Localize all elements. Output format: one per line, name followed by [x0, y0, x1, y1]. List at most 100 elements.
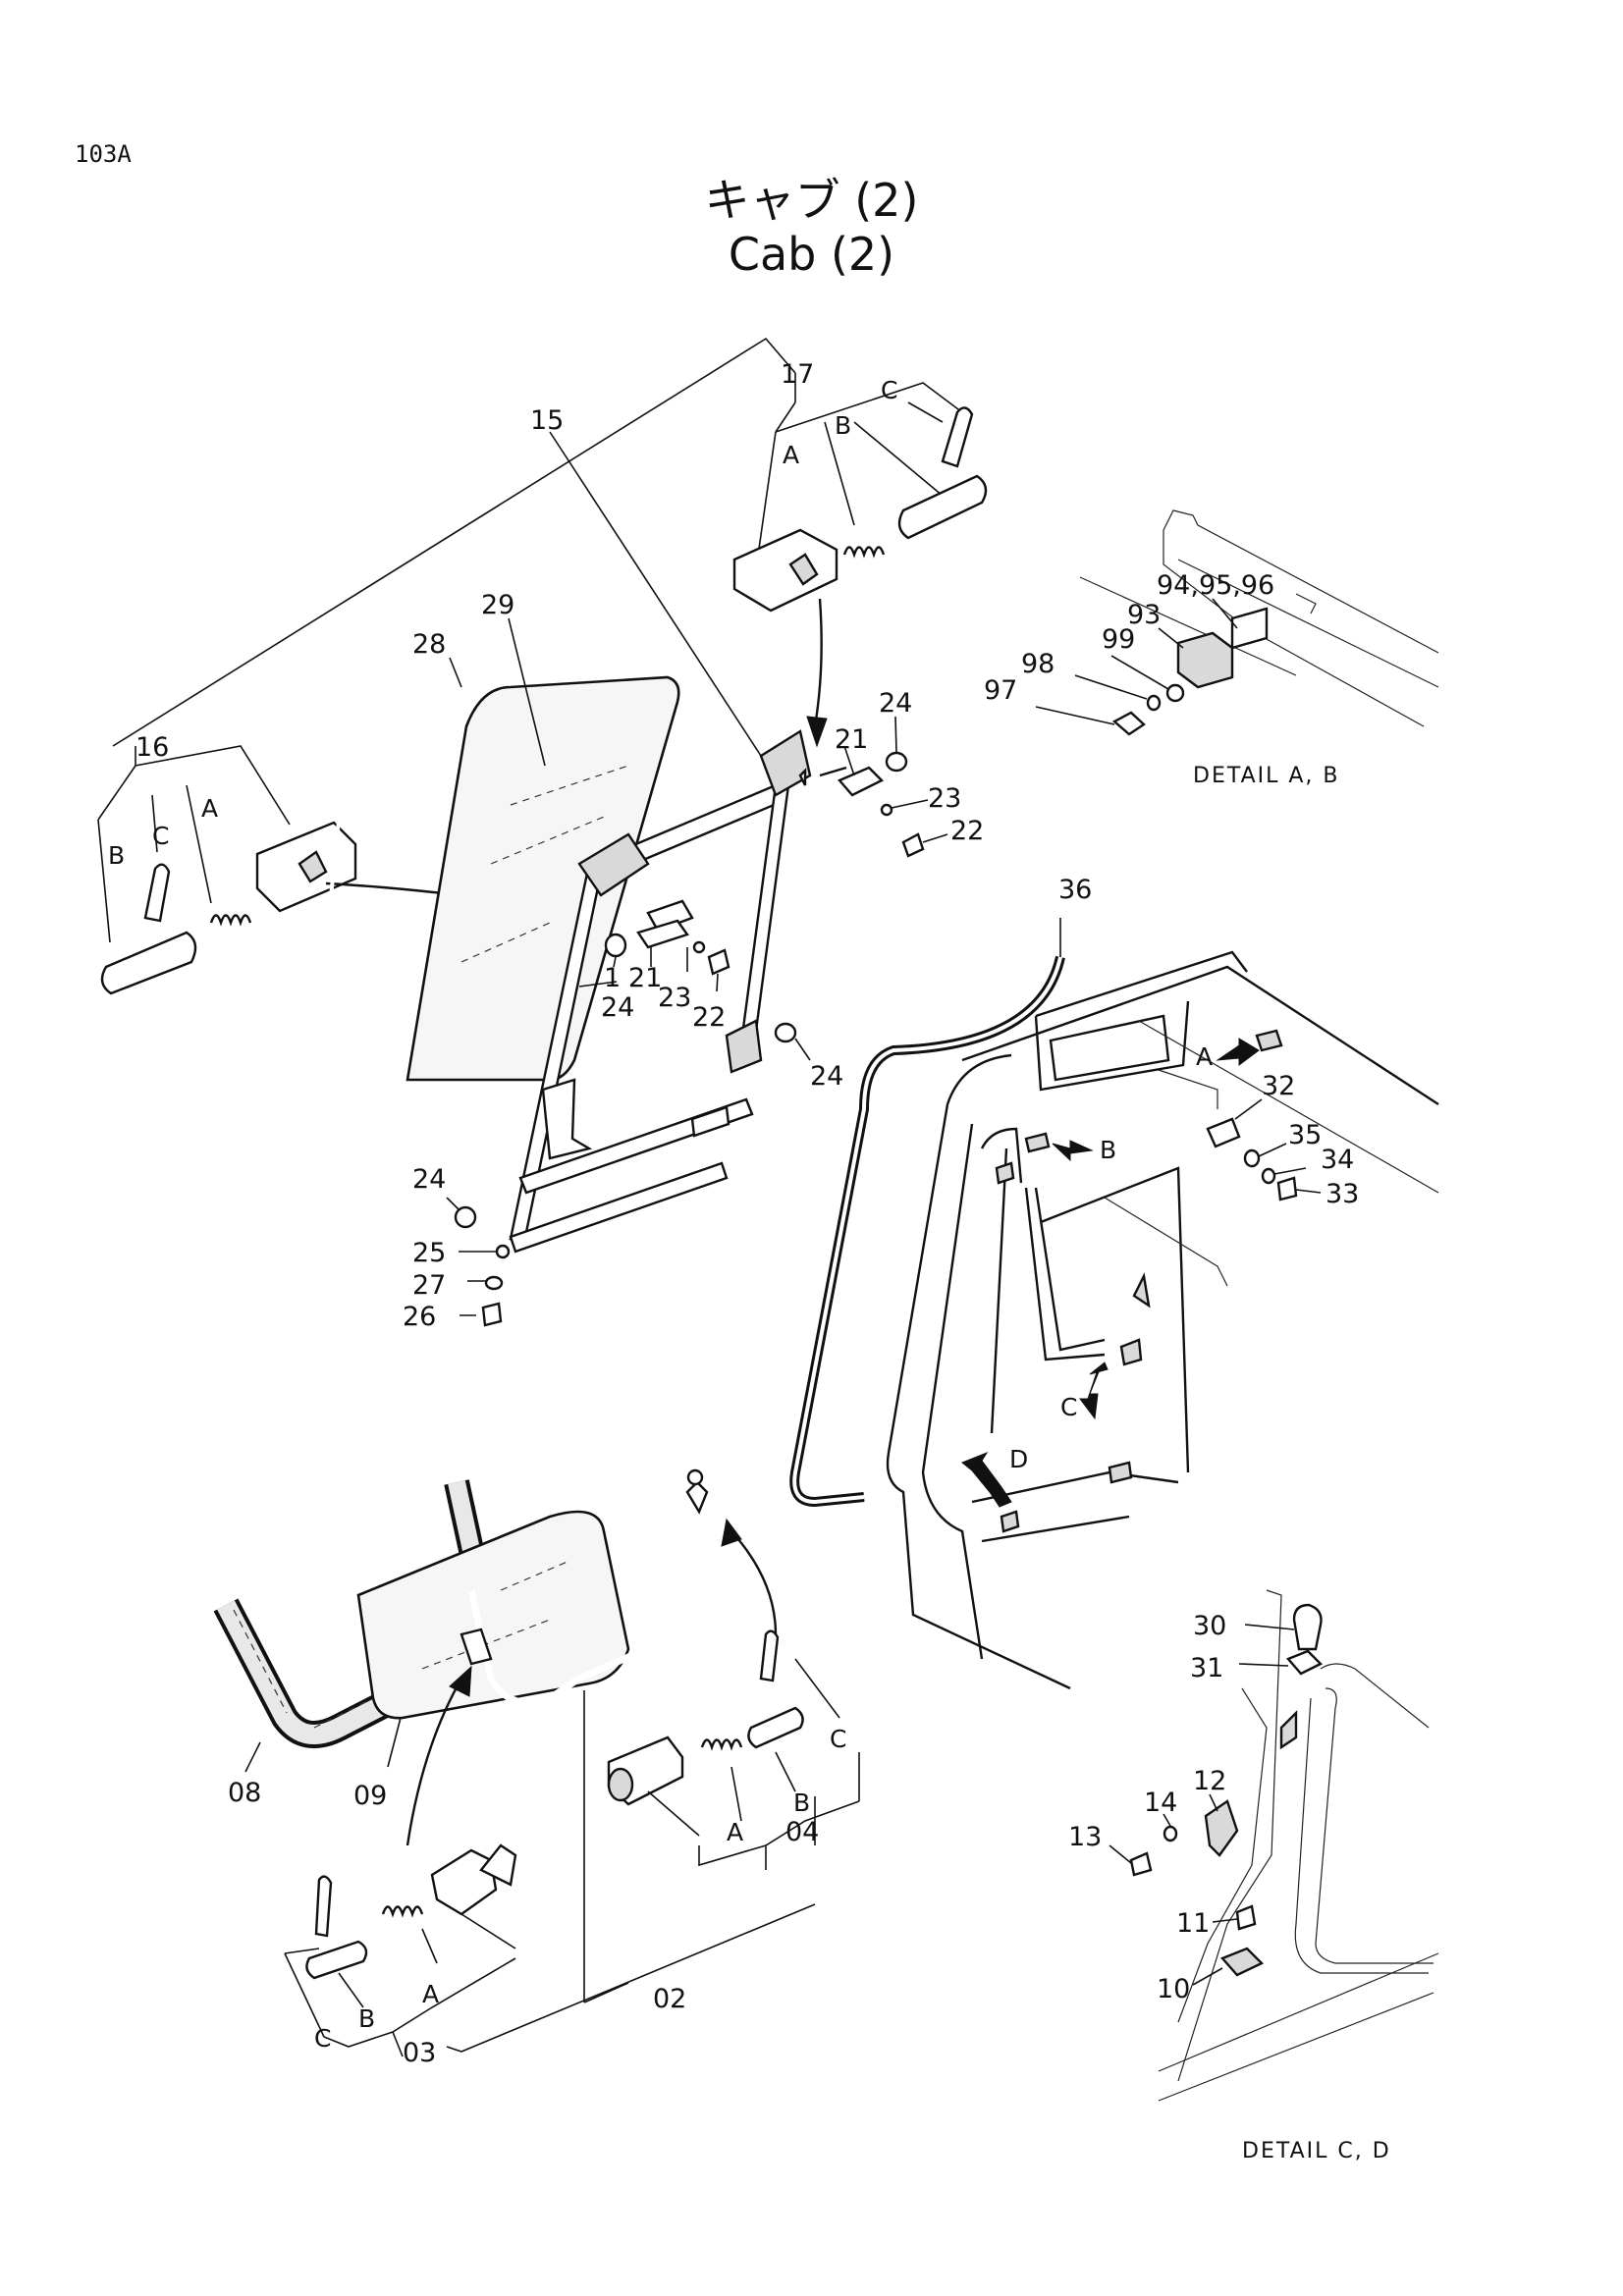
bolt-22-upper — [901, 832, 925, 858]
sub-03a: A — [422, 1980, 439, 2008]
washer-98 — [1146, 694, 1162, 712]
pin-16c — [143, 863, 171, 923]
leader-28 — [449, 657, 462, 688]
callout-21-middle: 21 — [628, 963, 662, 993]
hinge-assembly-16: 16 A B C — [97, 732, 576, 995]
leader-16c — [151, 794, 158, 853]
callout-04: 04 — [785, 1817, 819, 1847]
callout-09: 09 — [353, 1781, 387, 1811]
arrow-04-to-frame — [730, 1530, 778, 1635]
cab-frame: A B C D — [886, 950, 1439, 1690]
catch-32 — [1206, 1117, 1241, 1148]
callout-24-middle: 24 — [601, 992, 634, 1023]
sub-03c: C — [314, 2024, 331, 2053]
spring-16 — [209, 914, 252, 927]
sub-17b: B — [835, 411, 851, 440]
sub-04a: A — [727, 1818, 743, 1846]
arrow-c-label: C — [1060, 1393, 1077, 1421]
bracket-12 — [1204, 1799, 1239, 1857]
washer-27 — [484, 1275, 504, 1291]
spring-04 — [700, 1738, 743, 1751]
pin-04b — [747, 1706, 804, 1749]
callout-12: 12 — [1193, 1766, 1226, 1796]
washer-99 — [1165, 683, 1185, 703]
lower-left-hardware: 24 25 27 26 — [403, 1164, 511, 1332]
sub-17c: C — [881, 376, 897, 404]
detail-ab-label: DETAIL A, B — [1193, 764, 1340, 788]
title-english: Cab (2) — [728, 228, 895, 281]
callout-27: 27 — [412, 1270, 446, 1301]
callout-23-middle: 23 — [658, 983, 691, 1013]
detail-cd-view: 30 31 12 14 13 11 10 DETAIL C, D — [1068, 1589, 1439, 2163]
frame-mid-bracket — [646, 899, 694, 933]
frame-handle — [541, 1078, 593, 1160]
sub-16b: B — [108, 841, 125, 870]
callout-16: 16 — [135, 732, 169, 763]
frame-02-bracket — [460, 1628, 493, 1666]
callout-93: 93 — [1127, 600, 1161, 630]
sub-16c: C — [152, 822, 169, 850]
frame-lower-bracket — [690, 1105, 730, 1138]
cab-stud-mid — [1119, 1338, 1143, 1366]
bottom-rail — [509, 1161, 729, 1254]
detail-ab-view: 94,95,96 93 99 98 97 DETAIL A, B — [984, 509, 1439, 788]
bushing-24-lower-left — [454, 1205, 477, 1229]
callout-36: 36 — [1058, 875, 1092, 905]
leader-15 — [549, 431, 762, 757]
bolt-26 — [481, 1302, 503, 1327]
leader-17c — [907, 401, 944, 423]
arrow-a-icon — [1216, 1038, 1260, 1066]
callout-25: 25 — [412, 1238, 446, 1268]
callout-34: 34 — [1321, 1145, 1354, 1175]
plate-94 — [1230, 607, 1269, 650]
cab-stud-upper — [1132, 1272, 1151, 1308]
bushing-24-upper — [885, 751, 908, 773]
sub-04b: B — [793, 1789, 810, 1817]
pin-03c — [314, 1875, 333, 1938]
callout-08: 08 — [228, 1778, 261, 1808]
title-japanese: キャブ (2) — [704, 174, 919, 227]
callout-35: 35 — [1288, 1120, 1322, 1150]
pin-25 — [495, 1244, 511, 1259]
arrow-a-label: A — [1196, 1042, 1213, 1071]
bolt-13 — [1129, 1851, 1153, 1877]
window-glass-29 — [406, 675, 680, 1082]
leader-17a — [755, 431, 777, 570]
bolt-22-middle — [707, 948, 730, 976]
callout-33: 33 — [1325, 1179, 1359, 1209]
washer-34 — [1261, 1167, 1276, 1185]
callout-03: 03 — [403, 2038, 436, 2068]
bushing-24-lower-right — [774, 1022, 797, 1043]
bolt-33 — [1276, 1176, 1298, 1201]
leader-16a — [186, 784, 212, 904]
knob-30 — [1292, 1603, 1323, 1651]
bushing-1-middle — [604, 933, 627, 958]
callout-32: 32 — [1262, 1071, 1295, 1101]
bolt-11 — [1235, 1904, 1257, 1931]
bolt-97 — [1111, 711, 1146, 736]
washer-35 — [1243, 1148, 1261, 1168]
grommet-31 — [1285, 1649, 1324, 1676]
bracket-93 — [1176, 631, 1234, 689]
pin-04c — [759, 1629, 780, 1682]
nut-plate-10 — [1219, 1947, 1265, 1977]
leader-17b — [853, 421, 944, 497]
callout-29: 29 — [481, 590, 514, 620]
sub-16a: A — [201, 794, 218, 823]
callout-22-middle: 22 — [692, 1002, 726, 1033]
callout-28: 28 — [412, 629, 446, 660]
spring-03 — [381, 1905, 424, 1918]
cab-stud-lower — [1108, 1461, 1133, 1484]
pin-16b — [100, 931, 197, 995]
middle-hinge-hardware: 1 21 23 22 24 — [578, 919, 730, 1033]
leader-17-branch — [775, 382, 963, 433]
arrow-b-label: B — [1100, 1136, 1116, 1164]
latch-housing-03 — [430, 1848, 498, 1916]
hinge-assembly-03: 03 A B C — [284, 1843, 517, 2068]
callout-23-upper: 23 — [928, 783, 961, 814]
callout-98: 98 — [1021, 649, 1055, 679]
callout-97: 97 — [984, 675, 1017, 706]
callout-22-upper: 22 — [950, 816, 984, 846]
callout-30: 30 — [1193, 1611, 1226, 1641]
